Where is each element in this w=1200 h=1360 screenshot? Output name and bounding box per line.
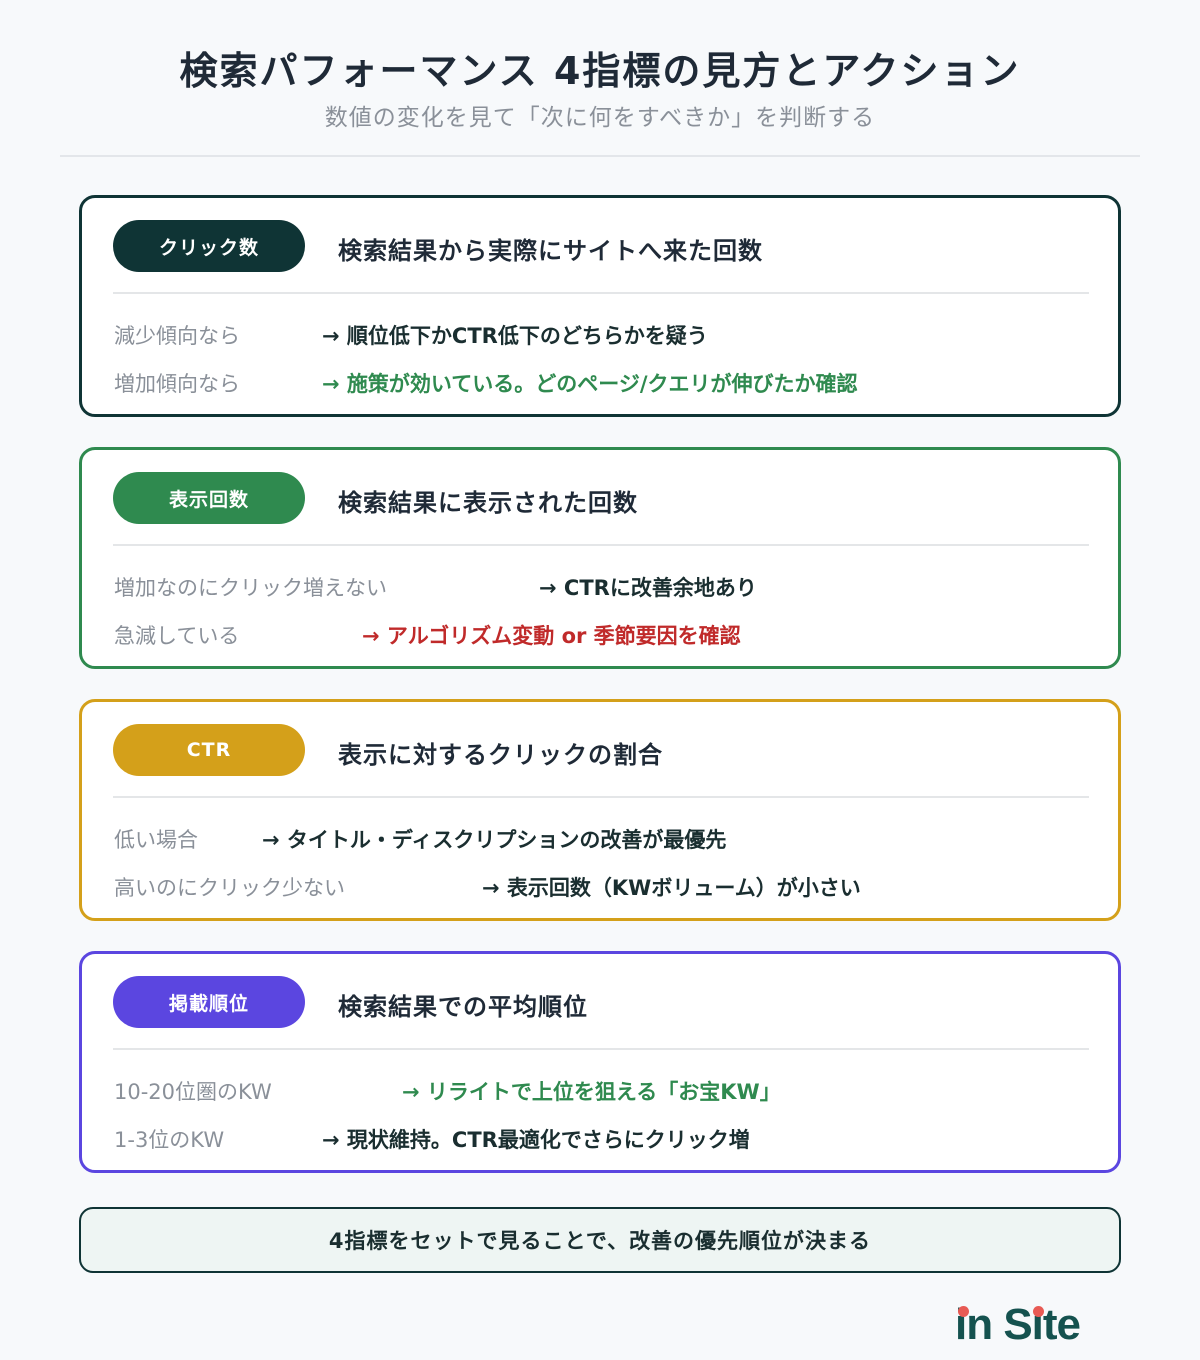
condition-label: 増加なのにクリック増えない — [114, 576, 387, 600]
metric-card-position: 掲載順位 検索結果での平均順位 10-20位圏のKW → リライトで上位を狙える… — [79, 951, 1121, 1173]
logo-text: in Site — [955, 1300, 1081, 1349]
action-text: → 現状維持。CTR最適化でさらにクリック増 — [322, 1128, 750, 1152]
condition-label: 低い場合 — [114, 828, 198, 852]
card-divider — [113, 1048, 1089, 1050]
action-text: → タイトル・ディスクリプションの改善が最優先 — [262, 828, 727, 852]
metric-badge-impressions: 表示回数 — [113, 472, 305, 524]
metric-card-impressions: 表示回数 検索結果に表示された回数 増加なのにクリック増えない → CTRに改善… — [79, 447, 1121, 669]
metric-description: 検索結果での平均順位 — [338, 993, 588, 1021]
page-subtitle: 数値の変化を見て「次に何をすべきか」を判断する — [324, 105, 876, 131]
brand-logo: in Site — [955, 1300, 1081, 1350]
metric-badge-position: 掲載順位 — [113, 976, 305, 1028]
metric-badge-clicks: クリック数 — [113, 220, 305, 272]
card-divider — [113, 796, 1089, 798]
action-text: → 順位低下かCTR低下のどちらかを疑う — [322, 324, 708, 348]
condition-label: 高いのにクリック少ない — [114, 876, 345, 900]
condition-label: 1-3位のKW — [114, 1128, 225, 1152]
metric-card-clicks: クリック数 検索結果から実際にサイトへ来た回数 減少傾向なら → 順位低下かCT… — [79, 195, 1121, 417]
card-divider — [113, 544, 1089, 546]
condition-label: 増加傾向なら — [114, 372, 240, 396]
logo-dot-icon — [1033, 1306, 1044, 1317]
metric-description: 検索結果から実際にサイトへ来た回数 — [338, 237, 763, 265]
page-title: 検索パフォーマンス 4指標の見方とアクション — [179, 49, 1021, 93]
card-divider — [113, 292, 1089, 294]
action-text: → アルゴリズム変動 or 季節要因を確認 — [362, 624, 741, 648]
metric-description: 検索結果に表示された回数 — [338, 489, 638, 517]
action-text: → 施策が効いている。どのページ/クエリが伸びたか確認 — [322, 372, 858, 396]
action-text: → 表示回数（KWボリューム）が小さい — [482, 876, 861, 900]
summary-box: 4指標をセットで見ることで、改善の優先順位が決まる — [79, 1207, 1121, 1273]
metric-description: 表示に対するクリックの割合 — [338, 741, 663, 769]
condition-label: 急減している — [114, 624, 240, 648]
condition-label: 10-20位圏のKW — [114, 1080, 272, 1104]
action-text: → CTRに改善余地あり — [539, 576, 757, 600]
condition-label: 減少傾向なら — [114, 324, 240, 348]
action-text: → リライトで上位を狙える「お宝KW」 — [402, 1080, 781, 1104]
logo-dot-icon — [958, 1306, 969, 1317]
header-divider — [60, 155, 1140, 157]
metric-badge-ctr: CTR — [113, 724, 305, 776]
metric-card-ctr: CTR 表示に対するクリックの割合 低い場合 → タイトル・ディスクリプションの… — [79, 699, 1121, 921]
